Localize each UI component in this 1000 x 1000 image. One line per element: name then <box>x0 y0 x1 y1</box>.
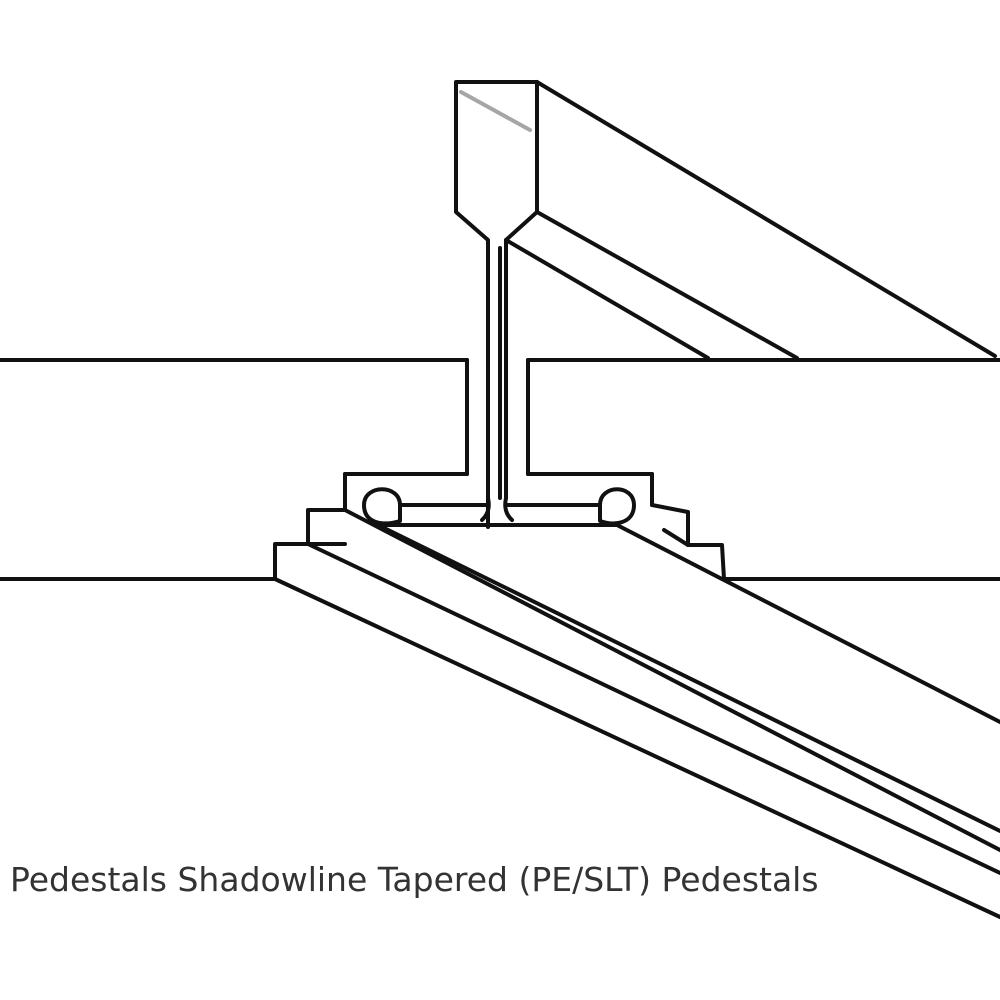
tapered-flange-lines <box>273 508 1000 919</box>
tee-flange <box>343 472 654 527</box>
right-step-back <box>662 528 690 547</box>
tee-top-edge <box>535 80 997 358</box>
tapered-steps-right <box>650 503 726 581</box>
flange-line-upper <box>615 523 1000 724</box>
tee-bulb-front <box>454 80 539 529</box>
bulb-highlight <box>459 90 532 132</box>
flange-line-4 <box>273 577 1000 919</box>
rolled-edge-right <box>598 487 636 526</box>
right-step <box>650 503 726 581</box>
tee-shoulder-edge <box>535 210 799 360</box>
tee-web-edge <box>504 238 710 360</box>
flange-center-notch <box>480 496 514 522</box>
flange-line-1 <box>376 523 1000 833</box>
main-tee-body <box>504 80 997 360</box>
flange-line-3 <box>306 542 1000 875</box>
main-tee-profile <box>454 80 539 529</box>
panel-reveal <box>465 358 530 500</box>
flange-line-2 <box>343 508 1000 852</box>
rolled-edge-left <box>362 487 402 526</box>
ceiling-panel-edges <box>0 358 1000 581</box>
diagram-caption: Pedestals Shadowline Tapered (PE/SLT) Pe… <box>10 860 819 899</box>
